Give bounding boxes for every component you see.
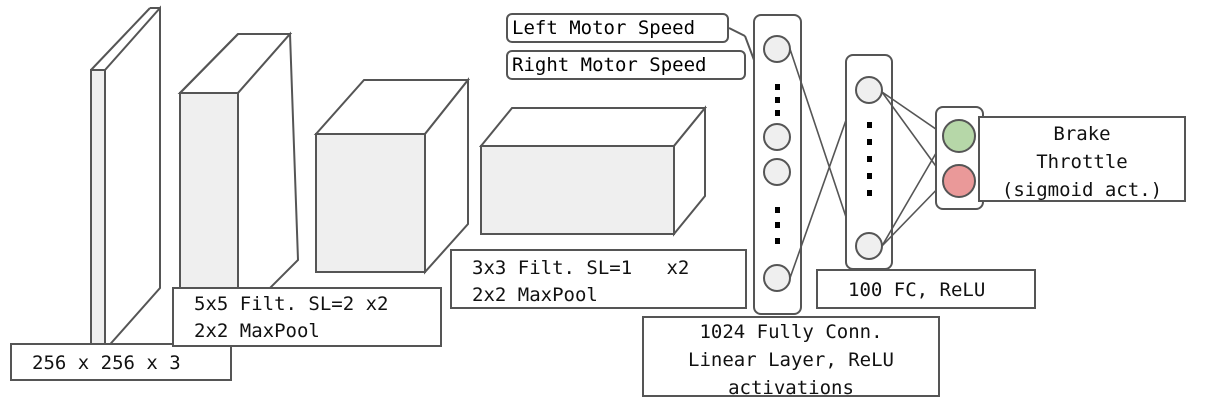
extra-input-connectors [728,27,755,61]
input-label: 256 x 256 x 3 [10,343,232,381]
fc1024-label-line1: 1024 Fully Conn. [699,321,883,343]
fc1024-label-line2: Linear Layer, ReLU [688,349,894,371]
fc1024-column [753,14,802,315]
fc1024-node [763,158,791,186]
input-label-text: 256 x 256 x 3 [32,352,181,374]
fc100-node [855,76,883,104]
left-motor-speed-input: Left Motor Speed [506,13,729,43]
conv3-volume [478,105,708,237]
conv2-volume [313,77,471,275]
output-column [935,106,984,210]
conv1-label: 5x5 Filt. SL=2 x2 2x2 MaxPool [172,287,442,347]
conv1-label-line1: 5x5 Filt. SL=2 x2 [194,293,389,315]
fc100-node [855,232,883,260]
conv2-label-line2: 2x2 MaxPool [472,284,598,306]
right-motor-speed-input: Right Motor Speed [506,50,746,80]
fc100-column [845,54,893,270]
fc100-label: 100 FC, ReLU [816,269,1036,309]
conv1-volume [177,31,300,323]
output-label: Brake Throttle (sigmoid act.) [978,116,1186,202]
fc100-label-text: 100 FC, ReLU [848,279,986,301]
throttle-node [942,164,976,198]
conv2-label: 3x3 Filt. SL=1 x2 2x2 MaxPool [450,249,747,309]
fc1024-node [763,35,791,63]
fc1024-node [763,264,791,292]
output-label-brake: Brake [1053,123,1111,145]
input-volume [90,5,161,353]
right-motor-speed-label: Right Motor Speed [512,54,707,76]
fc1024-label-line3: activations [728,377,854,399]
fc1024-label: 1024 Fully Conn. Linear Layer, ReLU acti… [642,316,940,399]
output-label-activation: (sigmoid act.) [1001,179,1163,201]
fc1024-node [763,123,791,151]
left-motor-speed-label: Left Motor Speed [512,17,696,39]
brake-node [942,119,976,153]
output-label-throttle: Throttle [1036,151,1128,173]
conv2-label-line1: 3x3 Filt. SL=1 x2 [472,257,690,279]
conv1-label-line2: 2x2 MaxPool [194,320,320,342]
